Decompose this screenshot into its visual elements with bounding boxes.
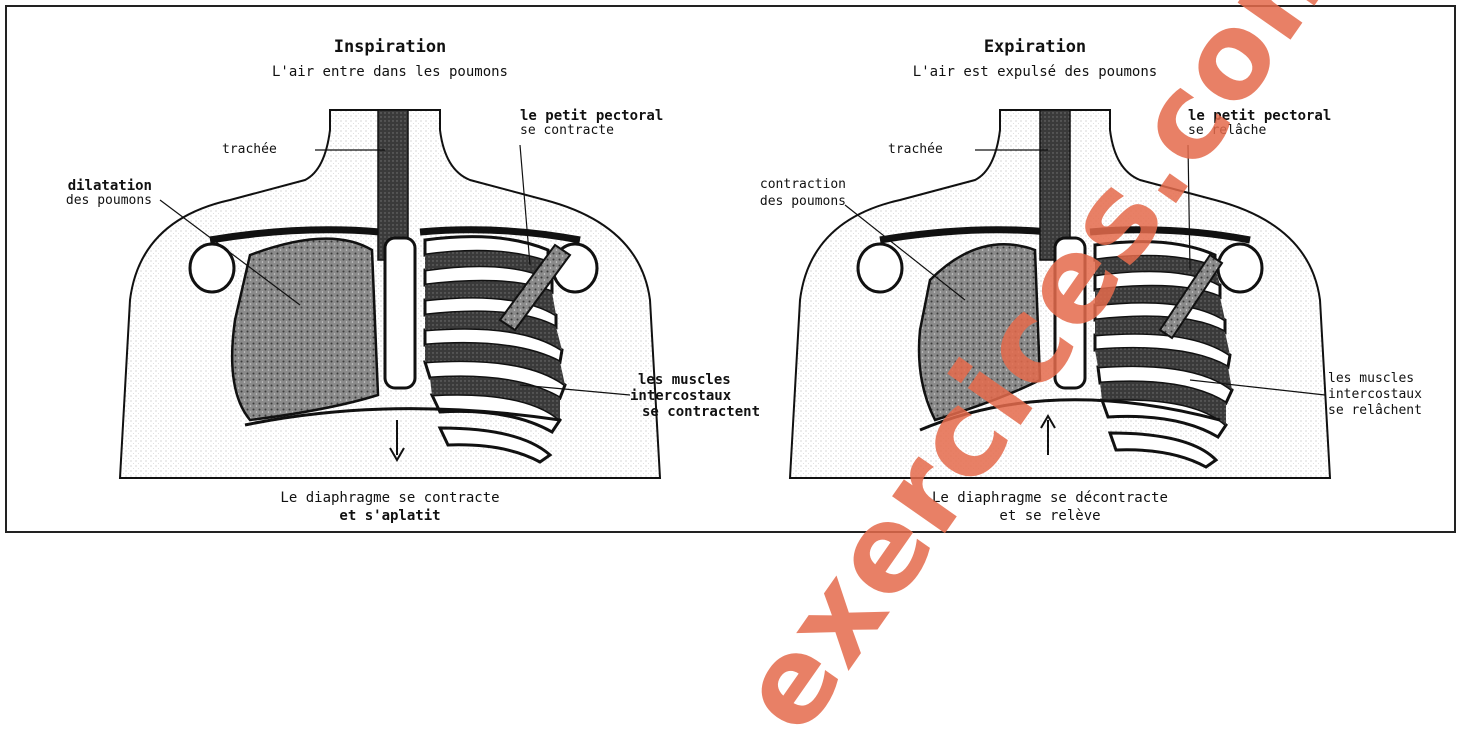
- inspiration-title: Inspiration: [250, 38, 530, 58]
- caption-left-1: Le diaphragme se contracte: [200, 490, 580, 506]
- lung-label-left-2: des poumons: [6, 194, 152, 209]
- lung-label-left-1: dilatation: [20, 178, 152, 194]
- expiration-title: Expiration: [905, 38, 1165, 58]
- torso-inspiration: [120, 110, 660, 478]
- lung-label-right-2: des poumons: [700, 195, 846, 210]
- muscles-label-right-2: intercostaux: [1328, 388, 1422, 403]
- respiration-diagram: Inspiration L'air entre dans les poumons…: [0, 0, 1461, 538]
- muscles-label-left-3: se contractent: [642, 404, 760, 420]
- muscles-label-right-1: les muscles: [1328, 372, 1414, 387]
- muscles-label-left-1: les muscles: [638, 372, 731, 388]
- pectoral-label-left-2: se contracte: [520, 124, 614, 139]
- lung-label-right-1: contraction: [710, 178, 846, 193]
- muscles-label-left-2: intercostaux: [630, 388, 731, 404]
- muscles-label-right-3: se relâchent: [1328, 404, 1422, 419]
- pectoral-label-left-1: le petit pectoral: [520, 108, 663, 124]
- trachea-label-left: trachée: [222, 143, 277, 158]
- caption-left-2: et s'aplatit: [200, 508, 580, 524]
- trachea-label-right: trachée: [888, 143, 943, 158]
- inspiration-subtitle: L'air entre dans les poumons: [220, 64, 560, 80]
